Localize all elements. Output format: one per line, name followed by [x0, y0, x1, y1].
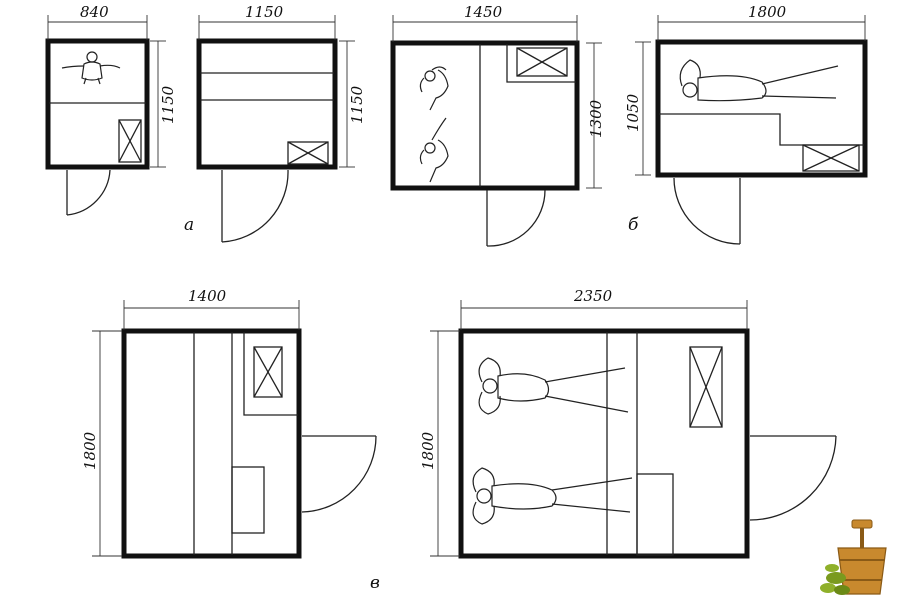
stove-icon [287, 141, 329, 165]
plan-b2: 1800 1050 [624, 3, 868, 245]
door-swing-arc-icon [221, 169, 289, 243]
door-swing-arc-icon [301, 435, 377, 513]
plan-a1: 840 1150 [45, 3, 177, 216]
plan-b1: 1450 1300 [390, 3, 605, 247]
dim-v1-height: 1800 [81, 431, 99, 470]
person-figure-icon [419, 66, 449, 111]
stove-icon [118, 119, 142, 163]
plan-a2: 1150 1150 [196, 3, 366, 243]
dim-a1-width: 840 [80, 3, 109, 21]
person-figure-icon [478, 357, 629, 415]
caption-a: а [184, 215, 194, 235]
dim-v1-width: 1400 [188, 287, 227, 305]
dim-a2-width: 1150 [245, 3, 284, 21]
dim-v2-height: 1800 [419, 431, 437, 470]
caption-v: в [370, 573, 380, 593]
door-swing-arc-icon [486, 189, 546, 247]
dim-b2-height: 1050 [624, 93, 642, 132]
plan-v2: 2350 1800 [419, 287, 837, 559]
dim-b1-height: 1300 [587, 99, 605, 138]
person-figure-icon [419, 117, 449, 183]
dim-v2-width: 2350 [573, 287, 613, 305]
stove-icon [516, 47, 568, 77]
person-figure-icon [61, 51, 121, 85]
door-swing-arc-icon [66, 169, 111, 216]
person-figure-icon [472, 467, 633, 525]
stove-icon [802, 144, 860, 172]
stove-icon [253, 346, 283, 398]
door-swing-arc-icon [673, 177, 741, 245]
dim-a1-height: 1150 [159, 85, 177, 124]
dim-a2-height: 1150 [348, 85, 366, 124]
stove-icon [689, 346, 723, 428]
sauna-bucket-broom-logo-icon [820, 519, 887, 595]
plan-v1: 1400 1800 [81, 287, 377, 559]
dim-b1-width: 1450 [464, 3, 503, 21]
person-figure-icon [679, 59, 839, 102]
dim-b2-width: 1800 [748, 3, 787, 21]
caption-b: б [628, 215, 639, 235]
door-swing-arc-icon [749, 435, 837, 521]
